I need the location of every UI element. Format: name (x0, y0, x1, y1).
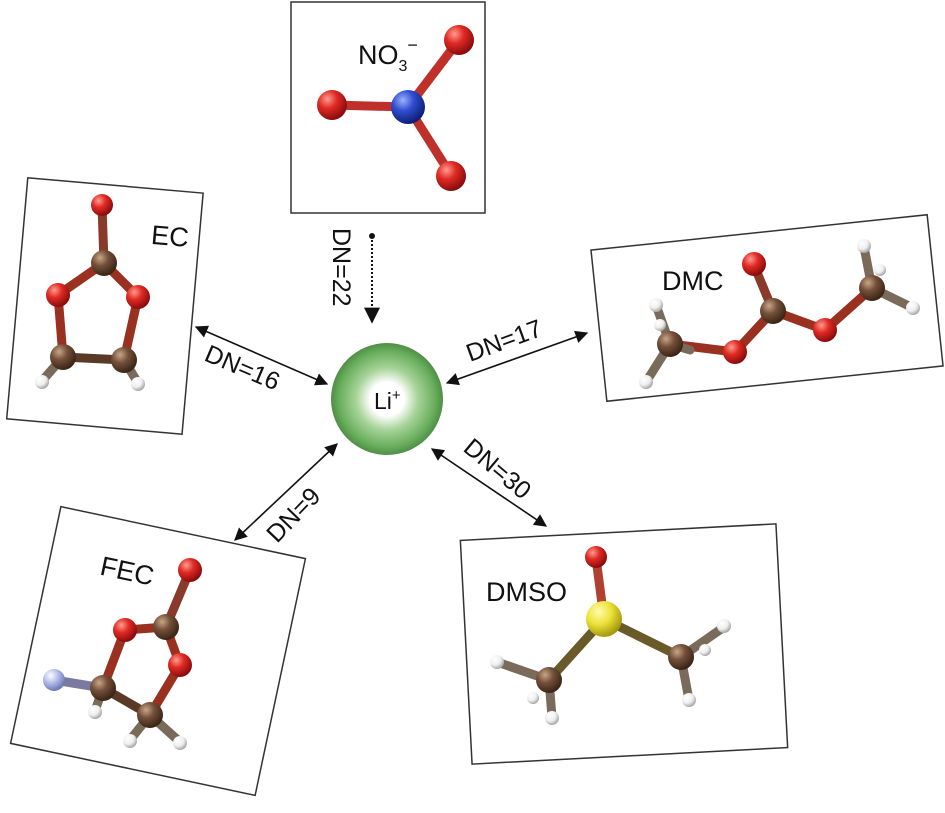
dmso-card (459, 523, 789, 765)
arrow-ec (194, 325, 329, 386)
hydrogen-atom (857, 239, 871, 253)
oxygen-atom (742, 252, 766, 276)
dmc-label: DMC (662, 266, 724, 296)
oxygen-atom (444, 25, 474, 55)
hydrogen-atom (527, 692, 539, 704)
hydrogen-atom (699, 644, 711, 656)
carbon-atom (657, 331, 683, 357)
arrow-dmso (430, 448, 548, 527)
oxygen-atom (723, 340, 747, 364)
dmc-molecule (639, 239, 920, 389)
nitrate-dn-label: DN=22 (327, 228, 355, 307)
hydrogen-atom (717, 619, 731, 633)
carbon-atom (91, 250, 117, 276)
oxygen-atom (91, 194, 113, 216)
hydrogen-atom (35, 375, 49, 389)
carbon-atom (137, 702, 163, 728)
hydrogen-atom (490, 655, 504, 669)
arrow-nitrate-tail (369, 233, 375, 239)
oxygen-atom (317, 90, 347, 120)
carbon-atom (668, 644, 694, 670)
oxygen-atom (585, 546, 607, 568)
dmc-dn-label: DN=17 (462, 314, 545, 367)
fec-molecule (43, 558, 202, 750)
carbon-atom (859, 275, 885, 301)
oxygen-atom (126, 285, 150, 309)
dmso-box (459, 523, 789, 765)
ec-dn-label: DN=16 (201, 340, 284, 396)
oxygen-atom (113, 618, 137, 642)
lithium-label: Li+ (374, 387, 401, 414)
carbon-atom (90, 675, 116, 701)
hydrogen-atom (874, 264, 886, 276)
hydrogen-atom (173, 736, 187, 750)
oxygen-atom (436, 161, 466, 191)
hydrogen-atom (123, 734, 137, 748)
arrow-fec (234, 443, 338, 541)
ec-label: EC (150, 220, 190, 253)
hydrogen-atom (649, 298, 663, 312)
carbon-atom (111, 347, 137, 373)
fluorine-atom (43, 669, 65, 691)
lithium-ion: Li+ (331, 343, 443, 455)
oxygen-atom (46, 283, 70, 307)
dmso-label: DMSO (486, 577, 567, 607)
oxygen-atom (813, 318, 837, 342)
nitrate-card: NO3− (290, 1, 486, 214)
hydrogen-atom (131, 377, 145, 391)
hydrogen-atom (906, 301, 920, 315)
lithium-sphere (331, 343, 443, 455)
nitrogen-atom (391, 90, 425, 124)
carbon-atom (153, 614, 179, 640)
arrow-dmc (445, 330, 589, 386)
hydrogen-atom (639, 375, 653, 389)
sulfur-atom (586, 601, 622, 637)
carbon-atom (536, 667, 562, 693)
oxygen-atom (168, 653, 192, 677)
carbon-atom (50, 344, 76, 370)
hydrogen-atom (545, 711, 559, 725)
oxygen-atom (178, 558, 202, 582)
nitrate-molecule (317, 25, 474, 191)
carbon-atom (760, 298, 786, 324)
hydrogen-atom (682, 693, 696, 707)
hydrogen-atom (88, 705, 102, 719)
nitrate-label: NO3− (358, 35, 418, 75)
dmso-dn-label: DN=30 (458, 433, 536, 505)
hydrogen-atom (654, 319, 666, 331)
ec-molecule (35, 194, 150, 391)
fec-card (9, 505, 307, 797)
dmso-molecule (490, 546, 731, 725)
fec-box (9, 505, 307, 797)
fec-dn-label: DN=9 (261, 482, 326, 548)
